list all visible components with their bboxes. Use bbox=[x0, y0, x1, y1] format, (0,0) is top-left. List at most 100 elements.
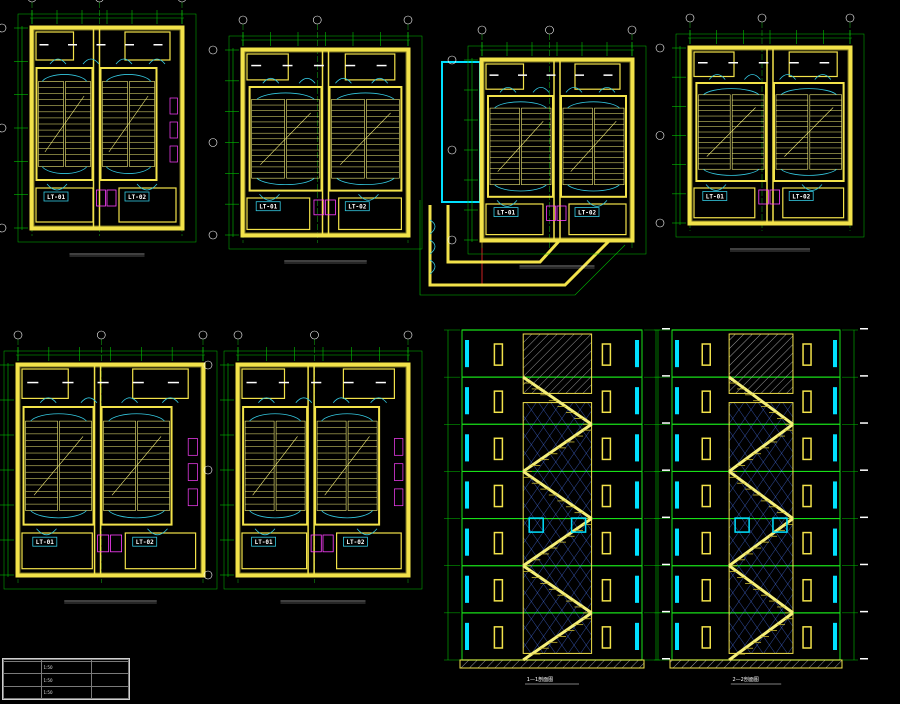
column-right bbox=[802, 578, 812, 602]
door-swing-bottom bbox=[30, 510, 87, 519]
door-swing bbox=[356, 528, 378, 536]
level-tag-mark bbox=[662, 516, 670, 519]
door-swing-top bbox=[108, 413, 165, 422]
door-swing bbox=[429, 259, 436, 275]
room-tag-mark bbox=[489, 74, 499, 76]
door-swing bbox=[429, 239, 436, 255]
window-right bbox=[833, 528, 837, 556]
window-left bbox=[675, 481, 679, 509]
column-left bbox=[701, 578, 711, 602]
room-top-right bbox=[342, 368, 395, 399]
window-left bbox=[465, 622, 469, 650]
door-swing-bottom bbox=[249, 510, 302, 519]
room-bottom-left bbox=[21, 532, 93, 570]
grid-axis-bubble bbox=[310, 330, 319, 340]
stair-enclosure bbox=[242, 406, 309, 526]
stair-well-2 bbox=[773, 82, 845, 182]
stair-enclosure bbox=[487, 95, 554, 198]
grid-axis-bubble bbox=[757, 13, 767, 23]
door-swing bbox=[335, 77, 352, 84]
landing-door bbox=[528, 517, 544, 533]
grid-axis-bubble bbox=[655, 218, 665, 228]
foundation-slab bbox=[459, 659, 645, 669]
window-left bbox=[465, 387, 469, 415]
room-top-left bbox=[485, 63, 525, 90]
door-swing-bottom bbox=[256, 177, 315, 186]
column-right bbox=[802, 343, 812, 366]
landing-door bbox=[570, 517, 587, 533]
dimension-frame bbox=[17, 13, 197, 243]
level-tag-mark bbox=[860, 610, 868, 613]
window-left bbox=[675, 340, 679, 368]
door-swing-top bbox=[703, 88, 760, 96]
level-tag-mark bbox=[860, 658, 868, 660]
grid-axis-bubble bbox=[28, 0, 36, 3]
grid-axis-bubble bbox=[208, 230, 218, 240]
column-right bbox=[601, 626, 612, 649]
room-tag-mark bbox=[153, 44, 163, 46]
door-swing-top bbox=[249, 413, 302, 422]
door-swing bbox=[744, 74, 761, 80]
window-left bbox=[675, 622, 679, 650]
column-right bbox=[802, 390, 812, 414]
stair-flight-section bbox=[728, 564, 794, 615]
stair-direction-line bbox=[706, 107, 756, 157]
window-right bbox=[635, 387, 639, 415]
room-bottom-right bbox=[118, 187, 177, 223]
elevator-tag-frame bbox=[251, 536, 277, 547]
room-top-right bbox=[344, 53, 396, 81]
window-right bbox=[635, 481, 639, 509]
stair-direction-line bbox=[324, 436, 370, 496]
column-right bbox=[802, 531, 812, 555]
door-swing bbox=[586, 200, 608, 207]
elevator-shaft bbox=[310, 534, 322, 553]
door-swing bbox=[254, 528, 276, 536]
elevator-shaft bbox=[322, 534, 334, 553]
room-bottom-left bbox=[241, 532, 308, 570]
dimension-frame bbox=[675, 33, 865, 238]
grid-axis-bubble bbox=[545, 25, 554, 35]
grid-axis-bubble bbox=[0, 223, 7, 233]
cabinet bbox=[394, 488, 404, 507]
room-tag-mark bbox=[97, 381, 109, 384]
elevator-shaft bbox=[97, 534, 110, 553]
stair-direction-line bbox=[108, 95, 149, 153]
cabinet bbox=[394, 438, 404, 456]
stair-enclosure bbox=[773, 82, 845, 182]
grid-axis-bubble bbox=[203, 570, 213, 580]
stair-enclosure bbox=[560, 95, 627, 198]
window-left bbox=[675, 387, 679, 415]
grid-axis-bubble bbox=[447, 235, 457, 245]
room-tag-mark bbox=[282, 64, 293, 67]
room-bottom-right bbox=[124, 532, 197, 570]
window-right bbox=[635, 622, 639, 650]
room-tag-mark bbox=[278, 381, 289, 384]
cabinet bbox=[394, 463, 404, 481]
stair-well-1 bbox=[248, 86, 323, 192]
door-swing bbox=[801, 184, 823, 191]
room-tag-mark bbox=[343, 381, 354, 384]
stair-well-1 bbox=[22, 406, 95, 526]
room-bottom-left bbox=[693, 187, 756, 219]
window-left bbox=[675, 434, 679, 462]
door-swing bbox=[36, 528, 57, 536]
room-bottom-right bbox=[782, 187, 845, 219]
cabinet bbox=[169, 145, 178, 163]
stair-enclosure bbox=[100, 406, 173, 526]
grid-axis-bubble bbox=[0, 23, 7, 33]
room-tag-mark bbox=[546, 74, 556, 76]
legend-table: 1:50 1:50 1:50 bbox=[2, 658, 130, 700]
room-bottom-right bbox=[568, 203, 627, 236]
room-bottom-left bbox=[485, 203, 544, 236]
room-tag-mark bbox=[728, 62, 738, 64]
stair-hatch-blue-cross bbox=[728, 402, 794, 654]
door-swing-top bbox=[780, 88, 837, 96]
stair-enclosure bbox=[314, 406, 381, 526]
room-top-right bbox=[788, 51, 838, 78]
room-tag-mark bbox=[603, 74, 613, 76]
wall-inner-line bbox=[244, 51, 407, 234]
elevator-tag-frame bbox=[32, 536, 58, 547]
